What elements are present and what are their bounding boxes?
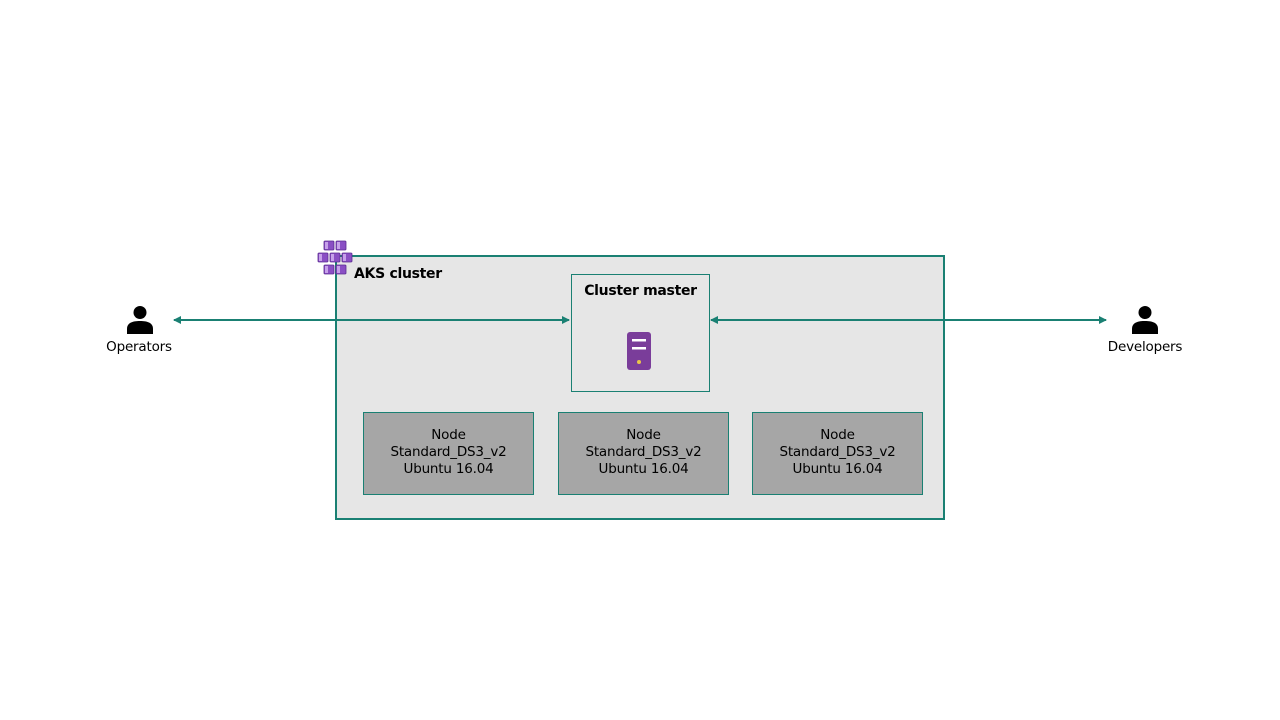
developers-person-icon xyxy=(1132,306,1158,334)
cluster-title: AKS cluster xyxy=(354,266,442,282)
node-os: Ubuntu 16.04 xyxy=(403,461,494,477)
node-box-3: Node Standard_DS3_v2 Ubuntu 16.04 xyxy=(752,412,923,495)
server-icon xyxy=(627,332,651,370)
node-title: Node xyxy=(820,427,855,443)
node-box-1: Node Standard_DS3_v2 Ubuntu 16.04 xyxy=(363,412,534,495)
node-title: Node xyxy=(626,427,661,443)
developers-label: Developers xyxy=(1107,339,1183,355)
operators-person-icon xyxy=(127,306,153,334)
node-size: Standard_DS3_v2 xyxy=(779,444,896,460)
node-title: Node xyxy=(431,427,466,443)
node-os: Ubuntu 16.04 xyxy=(792,461,883,477)
node-box-2: Node Standard_DS3_v2 Ubuntu 16.04 xyxy=(558,412,729,495)
node-size: Standard_DS3_v2 xyxy=(390,444,507,460)
node-os: Ubuntu 16.04 xyxy=(598,461,689,477)
node-size: Standard_DS3_v2 xyxy=(585,444,702,460)
aks-cluster-icon xyxy=(317,240,353,275)
operators-label: Operators xyxy=(106,339,172,355)
cluster-master-title: Cluster master xyxy=(584,283,697,299)
